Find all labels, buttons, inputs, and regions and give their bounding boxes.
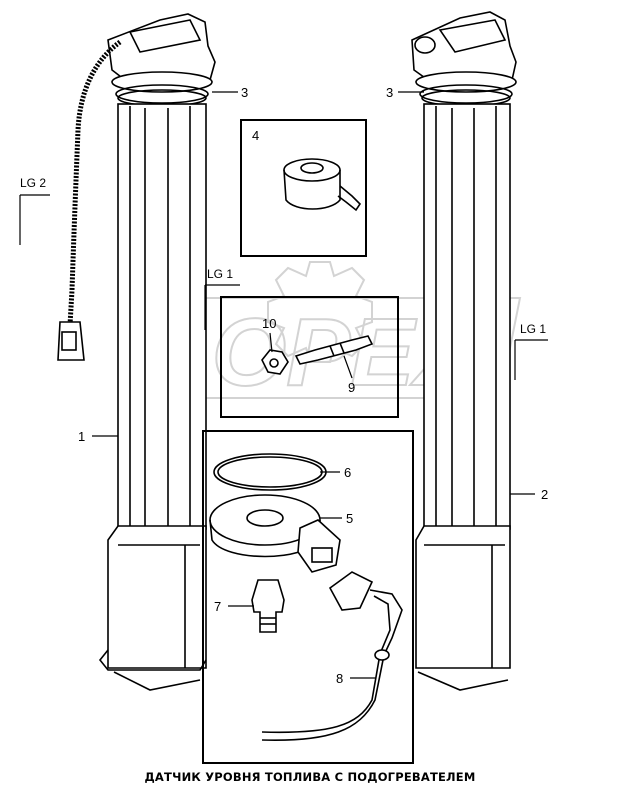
left-sensor-cable xyxy=(67,39,122,326)
part-8-connector xyxy=(328,571,374,611)
inset-part-4 xyxy=(240,119,367,257)
callout-5: 5 xyxy=(346,511,353,526)
ref-lg1-right: LG 1 xyxy=(520,322,546,336)
inset-parts-5-8 xyxy=(202,430,414,764)
callout-3-left: 3 xyxy=(241,85,248,100)
callout-1: 1 xyxy=(78,429,85,444)
part-6-oring xyxy=(213,453,327,491)
callout-7: 7 xyxy=(214,599,221,614)
fuel-sensor-left xyxy=(57,13,216,691)
left-sensor-float-housing xyxy=(107,525,207,669)
callout-8: 8 xyxy=(336,671,343,686)
part-7-element xyxy=(251,579,285,633)
inset-parts-9-10 xyxy=(220,296,399,418)
right-sensor-oring xyxy=(419,84,513,104)
leader-lines xyxy=(19,91,548,679)
inset-box-4 xyxy=(240,119,367,257)
ref-lg1-center: LG 1 xyxy=(207,267,233,281)
right-sensor-tube xyxy=(423,103,511,530)
part-10-nut xyxy=(261,349,289,375)
callout-4: 4 xyxy=(252,128,259,143)
fuel-sensor-right xyxy=(411,11,517,691)
left-sensor-oring xyxy=(115,84,209,104)
left-sensor-tube xyxy=(117,103,207,530)
callout-3-right: 3 xyxy=(386,85,393,100)
part-9-fitting xyxy=(294,335,374,365)
diagram-caption: ДАТЧИК УРОВНЯ ТОПЛИВА С ПОДОГРЕВАТЕЛЕМ xyxy=(144,770,476,784)
inset-box-9-10 xyxy=(220,296,399,418)
callout-10: 10 xyxy=(262,316,276,331)
ref-lg2: LG 2 xyxy=(20,176,46,190)
callout-2: 2 xyxy=(541,487,548,502)
left-sensor-flange xyxy=(111,71,213,93)
part-8-wire xyxy=(261,589,403,742)
right-sensor-float-housing xyxy=(415,525,511,669)
right-sensor-flange xyxy=(415,71,517,93)
callout-9: 9 xyxy=(348,380,355,395)
callout-6: 6 xyxy=(344,465,351,480)
inset-box-5-8 xyxy=(202,430,414,764)
